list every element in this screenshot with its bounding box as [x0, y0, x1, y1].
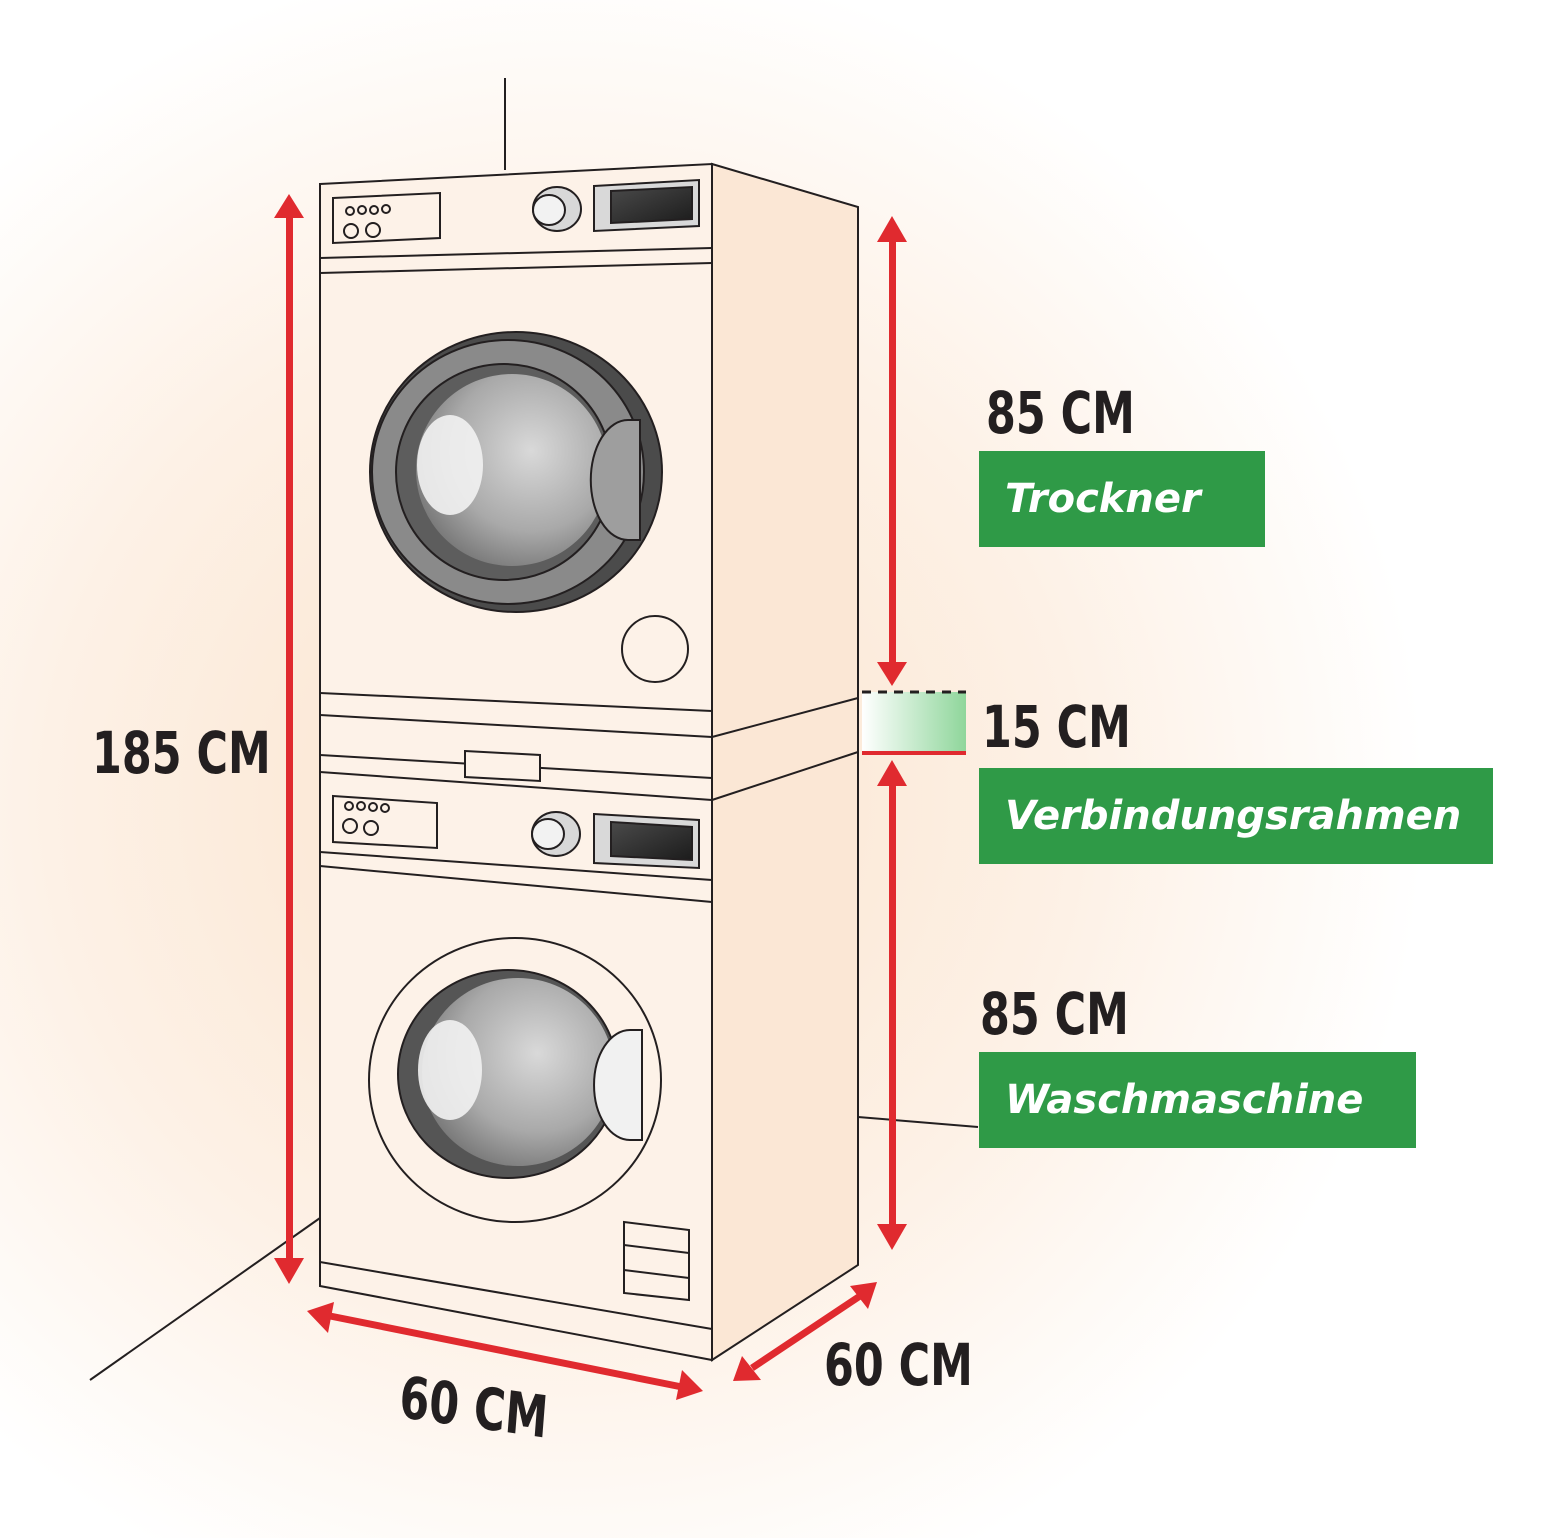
cabinet-side-panel	[711, 162, 859, 1362]
side-depth-arrow-shaft	[750, 1293, 862, 1371]
washer-control-panel	[319, 794, 713, 903]
front-width-arrow-shaft	[329, 1312, 683, 1391]
washer-door	[368, 937, 662, 1223]
frame-label-box	[979, 768, 1493, 864]
washer-height-arrow	[877, 760, 907, 1250]
front-width-arrow-right	[676, 1370, 703, 1400]
washer-service-panel	[623, 1220, 690, 1302]
dryer-height-value: 85 CM	[986, 379, 1135, 447]
dryer-control-panel	[319, 178, 713, 274]
side-depth-arrow-right	[850, 1282, 877, 1309]
dryer-door	[369, 331, 663, 613]
stacking-frame-body	[319, 692, 713, 801]
front-width-arrow-left	[307, 1302, 334, 1333]
frame-height-indicator	[862, 692, 966, 752]
side-depth-arrow-left	[733, 1356, 761, 1381]
washer-label: Waschmaschine	[1005, 1077, 1364, 1123]
dryer-height-arrow	[877, 216, 907, 686]
dryer-label: Trockner	[1005, 476, 1201, 522]
total-height-value: 185 CM	[92, 719, 271, 787]
washer-height-value: 85 CM	[980, 980, 1129, 1048]
total-height-arrow	[274, 194, 304, 1284]
frame-height-value: 15 CM	[982, 693, 1131, 761]
side-depth-value: 60 CM	[824, 1331, 973, 1399]
dryer-filter-cover	[621, 615, 689, 683]
frame-label: Verbindungsrahmen	[1005, 793, 1462, 839]
room-lines	[89, 78, 979, 1381]
dryer-label-box	[979, 451, 1265, 547]
washer-label-box	[979, 1052, 1416, 1148]
